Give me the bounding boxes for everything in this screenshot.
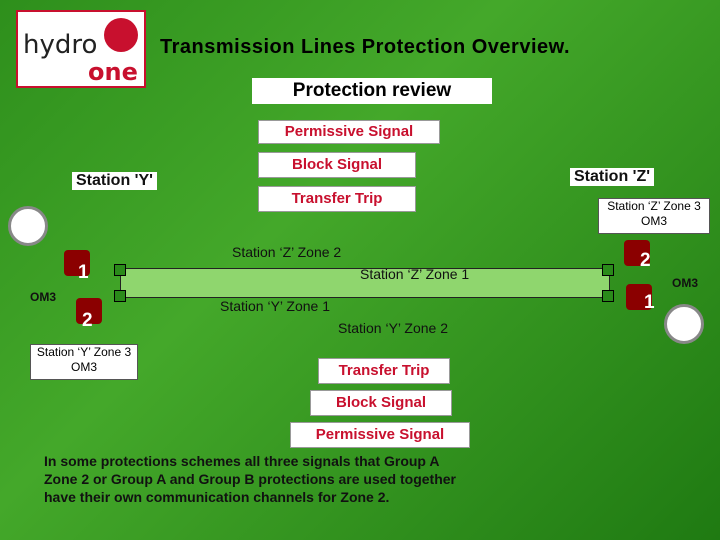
- zone-label-z2: Station ‘Z’ Zone 2: [232, 244, 342, 260]
- hydro-one-logo: hydro one: [16, 10, 146, 88]
- station-z-label: Station 'Z': [570, 168, 655, 186]
- breaker-icon: [114, 264, 126, 276]
- relay-icon: [624, 240, 650, 266]
- relay-icon: [76, 298, 102, 324]
- zone-label-z1: Station ‘Z’ Zone 1: [360, 266, 470, 282]
- breaker-icon: [602, 264, 614, 276]
- signal-permissive-bottom: Permissive Signal: [290, 422, 470, 448]
- signal-permissive-top: Permissive Signal: [258, 120, 440, 144]
- om3-left-label: OM3: [30, 290, 57, 304]
- logo-one-text: one: [88, 58, 138, 86]
- relay-icon: [626, 284, 652, 310]
- relay-number: 1: [78, 262, 89, 283]
- footer-text: In some protections schemes all three si…: [44, 452, 710, 506]
- signal-block-bottom: Block Signal: [310, 390, 452, 416]
- clock-icon: [8, 206, 48, 246]
- signal-transfer-top: Transfer Trip: [258, 186, 416, 212]
- station-z-zone3-box: Station ‘Z’ Zone 3 OM3: [598, 198, 710, 234]
- zone-label-y1: Station ‘Y’ Zone 1: [220, 298, 330, 314]
- logo-hydro-text: hydro: [23, 30, 98, 60]
- transmission-line-bus: [120, 268, 610, 298]
- footer-line: Zone 2 or Group A and Group B protection…: [44, 471, 456, 487]
- signal-block-top: Block Signal: [258, 152, 416, 178]
- breaker-icon: [602, 290, 614, 302]
- zone-label-y2: Station ‘Y’ Zone 2: [338, 320, 448, 336]
- footer-line: In some protections schemes all three si…: [44, 453, 440, 469]
- breaker-icon: [114, 290, 126, 302]
- clock-icon: [664, 304, 704, 344]
- relay-number: 2: [82, 310, 93, 331]
- signal-transfer-bottom: Transfer Trip: [318, 358, 450, 384]
- station-y-zone3-box: Station ‘Y’ Zone 3 OM3: [30, 344, 138, 380]
- page-subtitle: Protection review: [252, 78, 492, 104]
- logo-mark-icon: [104, 18, 138, 52]
- relay-number: 1: [644, 292, 655, 313]
- footer-line: have their own communication channels fo…: [44, 489, 390, 505]
- relay-icon: [64, 250, 90, 276]
- page-title: Transmission Lines Protection Overview.: [160, 36, 570, 58]
- om3-right-label: OM3: [672, 276, 699, 290]
- relay-number: 2: [640, 250, 651, 271]
- station-y-label: Station 'Y': [72, 172, 157, 190]
